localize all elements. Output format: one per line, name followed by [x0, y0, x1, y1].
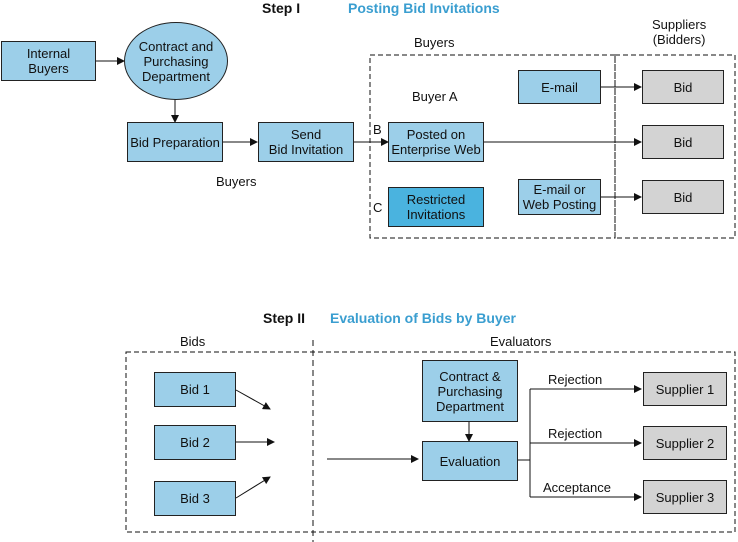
email-box: E-mail [518, 70, 601, 104]
restricted-invitations-box: Restricted Invitations [388, 187, 484, 227]
step1-title: Posting Bid Invitations [348, 0, 500, 16]
outcome-label: Rejection [548, 426, 603, 441]
email-or-web-posting-box: E-mail or Web Posting [518, 179, 601, 215]
evaluation-box: Evaluation [422, 441, 518, 481]
bid-box: Bid 2 [154, 425, 236, 460]
outcome-label: Acceptance [543, 480, 611, 495]
supplier-box: Supplier 3 [643, 480, 727, 514]
posted-enterprise-web-box: Posted on Enterprise Web [388, 122, 484, 162]
buyer-a-label: Buyer A [412, 89, 458, 104]
arrow-bid3 [235, 476, 271, 499]
evaluation-dashed-region [125, 351, 736, 533]
contract-purchasing-oval: Contract and Purchasing Department [124, 22, 228, 100]
internal-buyers-box: Internal Buyers [1, 41, 96, 81]
suppliers-header: Suppliers (Bidders) [652, 17, 707, 47]
route-b-label: B [373, 122, 382, 137]
supplier-bid-box: Bid [642, 180, 724, 214]
bids-header: Bids [180, 334, 206, 349]
outcome-label: Rejection [548, 372, 603, 387]
supplier-bid-box: Bid [642, 125, 724, 159]
evaluators-header: Evaluators [490, 334, 552, 349]
arrow-bid1 [235, 389, 271, 410]
bid-preparation-box: Bid Preparation [127, 122, 223, 162]
supplier-box: Supplier 1 [643, 372, 727, 406]
step2-label: Step II [263, 310, 306, 326]
contract-purchasing-box: Contract & Purchasing Department [422, 360, 518, 422]
send-bid-invitation-box: Send Bid Invitation [258, 122, 354, 162]
step1-label: Step I [262, 0, 301, 16]
buyers-caption: Buyers [216, 174, 257, 189]
suppliers-dashed-region [614, 54, 736, 239]
step2-title: Evaluation of Bids by Buyer [330, 310, 516, 326]
bid-box: Bid 1 [154, 372, 236, 407]
bid-box: Bid 3 [154, 481, 236, 516]
supplier-box: Supplier 2 [643, 426, 727, 460]
route-c-label: C [373, 200, 383, 215]
buyers-header: Buyers [414, 35, 455, 50]
supplier-bid-box: Bid [642, 70, 724, 104]
